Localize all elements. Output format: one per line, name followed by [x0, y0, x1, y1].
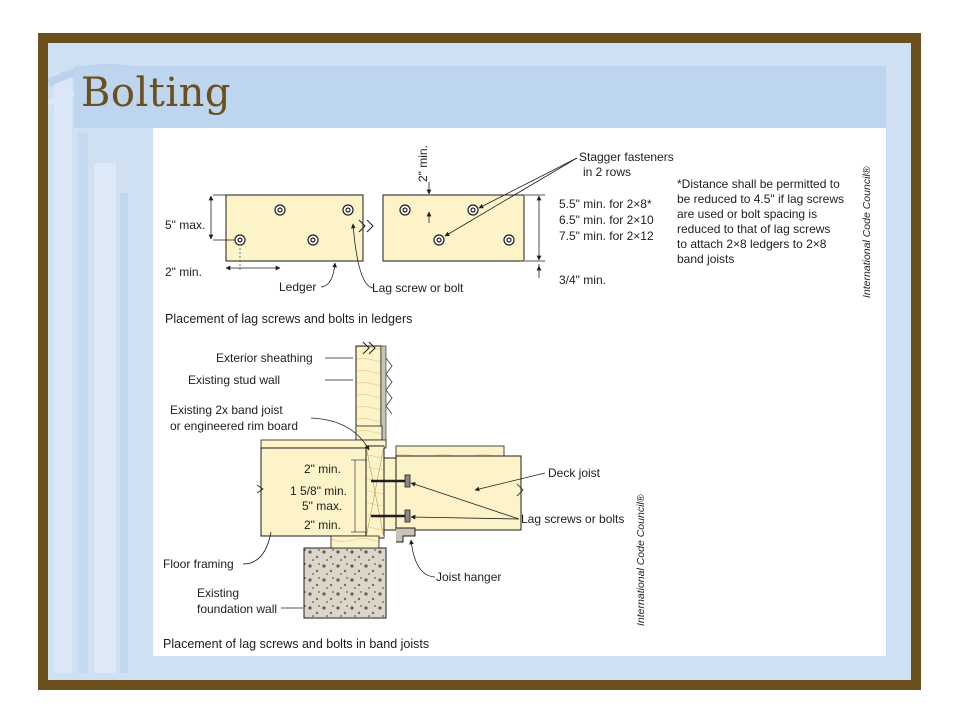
label-in-2-rows: in 2 rows [583, 165, 631, 179]
note-line: are used or bolt spacing is [677, 207, 817, 221]
diagram-area: 5" max. 2" min. Ledger Lag screw or bolt… [153, 128, 886, 656]
credit-top: International Code Council® [861, 166, 873, 298]
bolt-hole [274, 204, 286, 216]
slide-title: Bolting [81, 70, 232, 116]
label-existing-stud-wall: Existing stud wall [188, 373, 280, 387]
label-5in-max: 5" max. [302, 499, 342, 513]
label-deck-joist: Deck joist [548, 466, 601, 480]
label-5in-max: 5" max. [165, 218, 205, 232]
band-joist-figure: 2" min. 1 5/8" min. 5" max. 2" min. Exte… [163, 341, 647, 651]
ledger-board-left [225, 194, 364, 262]
lag-screws [371, 474, 411, 523]
label-2in-min: 2" min. [165, 265, 202, 279]
label-lag-screws-or-bolts: Lag screws or bolts [521, 512, 624, 526]
label-2in-min-top: 2" min. [304, 462, 341, 476]
label-foundation-2: foundation wall [197, 602, 277, 616]
note-line: reduced to that of lag screws [677, 222, 830, 236]
floor-framing [260, 447, 367, 537]
label-spacing-2x12: 7.5" min. for 2×12 [559, 229, 654, 243]
label-floor-framing: Floor framing [163, 557, 234, 571]
ledger-figure: 5" max. 2" min. Ledger Lag screw or bolt… [165, 145, 873, 326]
bolt-holes [234, 204, 515, 246]
foundation-wall [303, 547, 387, 619]
bolt-hole [307, 234, 319, 246]
label-3-4in-min: 3/4" min. [559, 273, 606, 287]
label-2in-min-vertical: 2" min. [416, 145, 430, 182]
label-spacing-2x10: 6.5" min. for 2×10 [559, 213, 654, 227]
label-exterior-sheathing: Exterior sheathing [216, 351, 313, 365]
label-lag-screw-or-bolt: Lag screw or bolt [372, 281, 464, 295]
bolt-hole [234, 234, 246, 246]
label-band-joist-2: or engineered rim board [170, 419, 298, 433]
label-1-5-8in-min: 1 5/8" min. [290, 484, 347, 498]
note-line: *Distance shall be permitted to [677, 177, 840, 191]
decking [395, 445, 505, 457]
bolting-diagram: 5" max. 2" min. Ledger Lag screw or bolt… [163, 145, 873, 651]
label-stagger-fasteners: Stagger fasteners [579, 150, 674, 164]
architectural-column-decoration [48, 64, 189, 673]
caption-bottom: Placement of lag screws and bolts in ban… [163, 637, 429, 651]
note-line: to attach 2×8 ledgers to 2×8 [677, 237, 827, 251]
label-foundation-1: Existing [197, 586, 239, 600]
bolt-hole [399, 204, 411, 216]
deck-ledger [383, 457, 397, 531]
label-band-joist-1: Existing 2x band joist [170, 403, 283, 417]
credit-bottom: International Code Council® [635, 494, 647, 626]
footnote: *Distance shall be permitted to be reduc… [677, 177, 844, 266]
title-band [74, 66, 886, 128]
bolt-hole [433, 234, 445, 246]
bolt-hole [503, 234, 515, 246]
break-mark [358, 219, 374, 233]
label-spacing-2x8: 5.5" min. for 2×8* [559, 197, 652, 211]
note-line: band joists [677, 252, 734, 266]
label-2in-min-bottom: 2" min. [304, 518, 341, 532]
bolt-hole [467, 204, 479, 216]
label-joist-hanger: Joist hanger [436, 570, 501, 584]
caption-top: Placement of lag screws and bolts in led… [165, 312, 412, 326]
joist-hanger [396, 527, 416, 543]
note-line: be reduced to 4.5" if lag screws [677, 192, 844, 206]
bolt-hole [342, 204, 354, 216]
label-ledger: Ledger [279, 280, 316, 294]
